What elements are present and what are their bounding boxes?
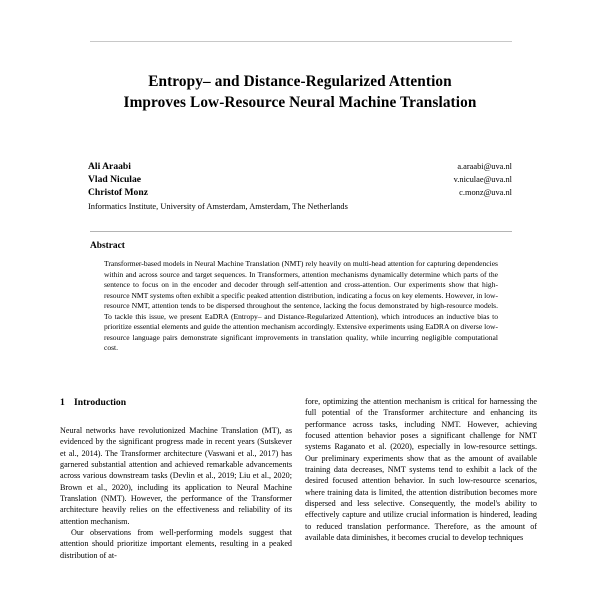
paragraph: fore, optimizing the attention mechanism… <box>305 397 537 543</box>
author-row: Vlad Niculae v.niculae@uva.nl <box>88 173 512 186</box>
body-columns: 1 Introduction Neural networks have revol… <box>60 396 540 600</box>
abstract-top-rule <box>90 231 512 232</box>
author-row: Ali Araabi a.araabi@uva.nl <box>88 160 512 173</box>
author-name: Vlad Niculae <box>88 174 142 186</box>
author-row: Christof Monz c.monz@uva.nl <box>88 186 512 199</box>
author-email[interactable]: v.niculae@uva.nl <box>453 175 512 185</box>
paragraph: Our observations from well-performing mo… <box>60 528 292 560</box>
affiliation-line: Informatics Institute, University of Ams… <box>88 202 348 212</box>
author-name: Ali Araabi <box>88 161 131 172</box>
column-left: 1 Introduction Neural networks have revol… <box>60 396 292 600</box>
abstract-heading: Abstract <box>90 241 125 251</box>
abstract-text: Transformer-based models in Neural Machi… <box>104 259 498 353</box>
title-line-2: Improves Low-Resource Neural Machine Tra… <box>123 94 477 111</box>
paragraph: Neural networks have revolutionized Mach… <box>60 426 292 526</box>
title-line-1: Entropy– and Distance-Regularized Attent… <box>148 73 452 90</box>
column-right: fore, optimizing the attention mechanism… <box>305 396 537 600</box>
author-block: Ali Araabi a.araabi@uva.nl Vlad Niculae … <box>88 160 512 213</box>
page-top-rule <box>90 41 512 42</box>
section-title: Introduction <box>74 397 127 408</box>
page-title: Entropy– and Distance-Regularized Attent… <box>60 71 540 113</box>
section-number: 1 <box>60 397 65 408</box>
author-email[interactable]: c.monz@uva.nl <box>459 188 512 198</box>
author-email[interactable]: a.araabi@uva.nl <box>457 162 512 171</box>
author-name: Christof Monz <box>88 187 148 199</box>
section-heading-introduction: 1 Introduction <box>60 396 292 409</box>
